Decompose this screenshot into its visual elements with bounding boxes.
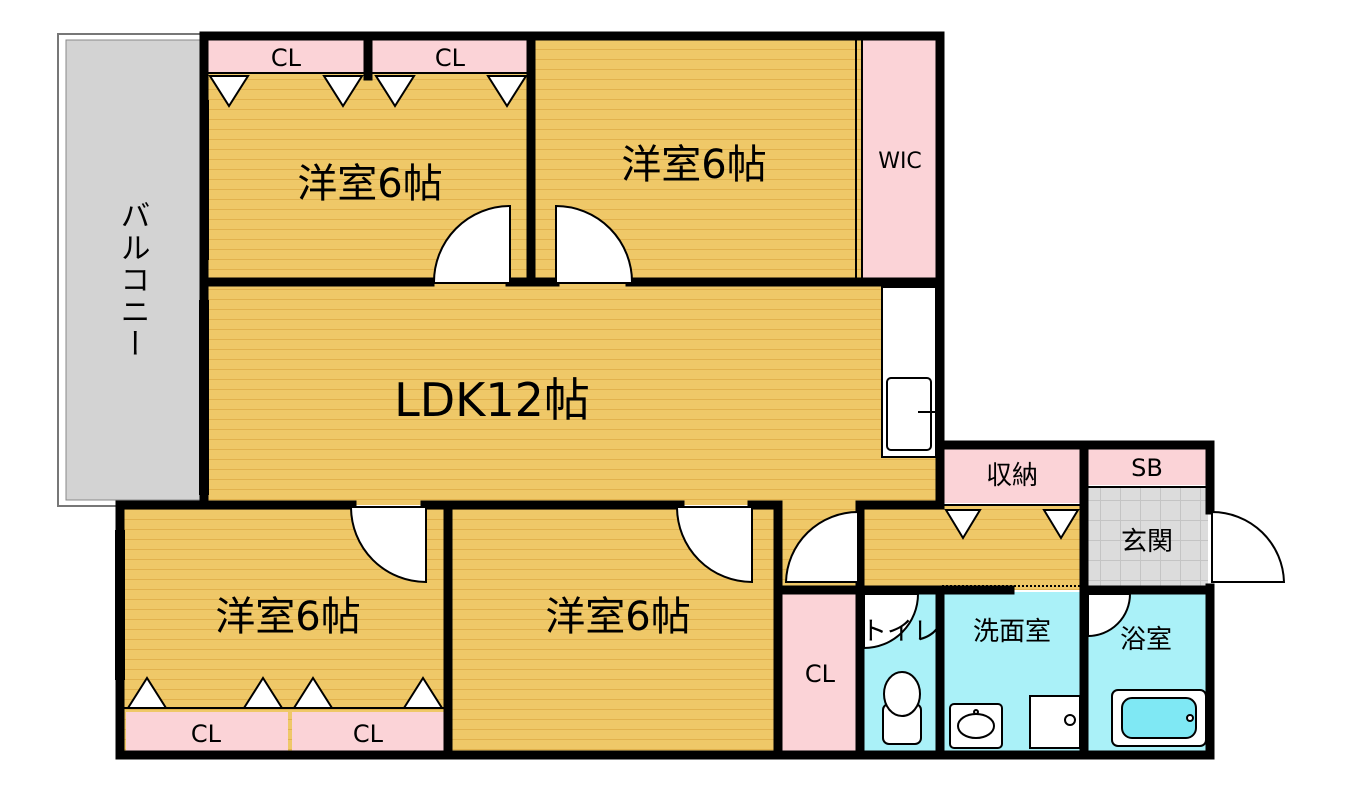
bedroom-tr-label: 洋室6帖 bbox=[621, 142, 766, 188]
door-entrance[interactable] bbox=[1211, 510, 1286, 583]
sink-icon bbox=[949, 703, 1003, 749]
kitchen-sink bbox=[886, 377, 932, 451]
entrance-label: 玄関 bbox=[1121, 527, 1173, 557]
door-hall[interactable] bbox=[784, 510, 859, 583]
labels: 洋室6帖 洋室6帖 LDK12帖 洋室6帖 洋室6帖 WIC 収納 SB 玄関 … bbox=[191, 44, 1173, 748]
shoebox-label: SB bbox=[1131, 454, 1163, 482]
closet-bottom-left-1 bbox=[126, 712, 288, 752]
bathroom-label: 浴室 bbox=[1120, 625, 1172, 655]
storage-floor bbox=[943, 447, 1081, 503]
fixtures bbox=[882, 671, 1207, 749]
closet-bl2-label: CL bbox=[353, 720, 384, 748]
door-toilet[interactable] bbox=[863, 593, 920, 650]
washroom-label: 洗面室 bbox=[973, 617, 1051, 647]
bathtub-icon bbox=[1111, 689, 1207, 747]
wic-floor bbox=[862, 40, 938, 282]
door-bedroom-br[interactable] bbox=[675, 506, 753, 584]
closet-hall-label: CL bbox=[805, 660, 836, 688]
entrance-floor bbox=[1087, 487, 1208, 587]
wic-label: WIC bbox=[878, 149, 922, 174]
closet-bottom-left-2 bbox=[292, 712, 446, 752]
closet-bl1-label: CL bbox=[191, 720, 222, 748]
bedroom-bl-label: 洋室6帖 bbox=[215, 594, 360, 640]
closet-hall bbox=[780, 592, 858, 752]
washing-machine-icon bbox=[1029, 695, 1081, 749]
ldk-label: LDK12帖 bbox=[394, 373, 590, 427]
door-bedroom-tr[interactable] bbox=[555, 204, 634, 284]
bedroom-br-label: 洋室6帖 bbox=[545, 594, 690, 640]
balcony: バルコニー bbox=[57, 33, 205, 507]
door-bathroom[interactable] bbox=[1087, 593, 1132, 638]
shoebox-floor bbox=[1087, 447, 1208, 485]
balcony-label: バルコニー bbox=[115, 200, 150, 360]
toilet-icon bbox=[882, 671, 922, 745]
door-bedroom-bl[interactable] bbox=[349, 506, 427, 584]
kitchen bbox=[881, 286, 937, 458]
doors bbox=[349, 204, 1286, 650]
closet-top-left-2 bbox=[372, 40, 528, 72]
walls bbox=[115, 31, 1215, 760]
closet-tl1-label: CL bbox=[271, 44, 302, 72]
closet-door-markers bbox=[126, 75, 1080, 709]
toilet-label: トイレ bbox=[861, 617, 939, 647]
ldk-floor bbox=[205, 283, 941, 505]
door-bedroom-tl[interactable] bbox=[432, 204, 511, 284]
closet-tl2-label: CL bbox=[435, 44, 466, 72]
bedroom-tl-label: 洋室6帖 bbox=[297, 161, 442, 207]
storage-label: 収納 bbox=[986, 461, 1038, 491]
partitions bbox=[115, 40, 1084, 745]
closet-top-left-1 bbox=[207, 40, 365, 72]
